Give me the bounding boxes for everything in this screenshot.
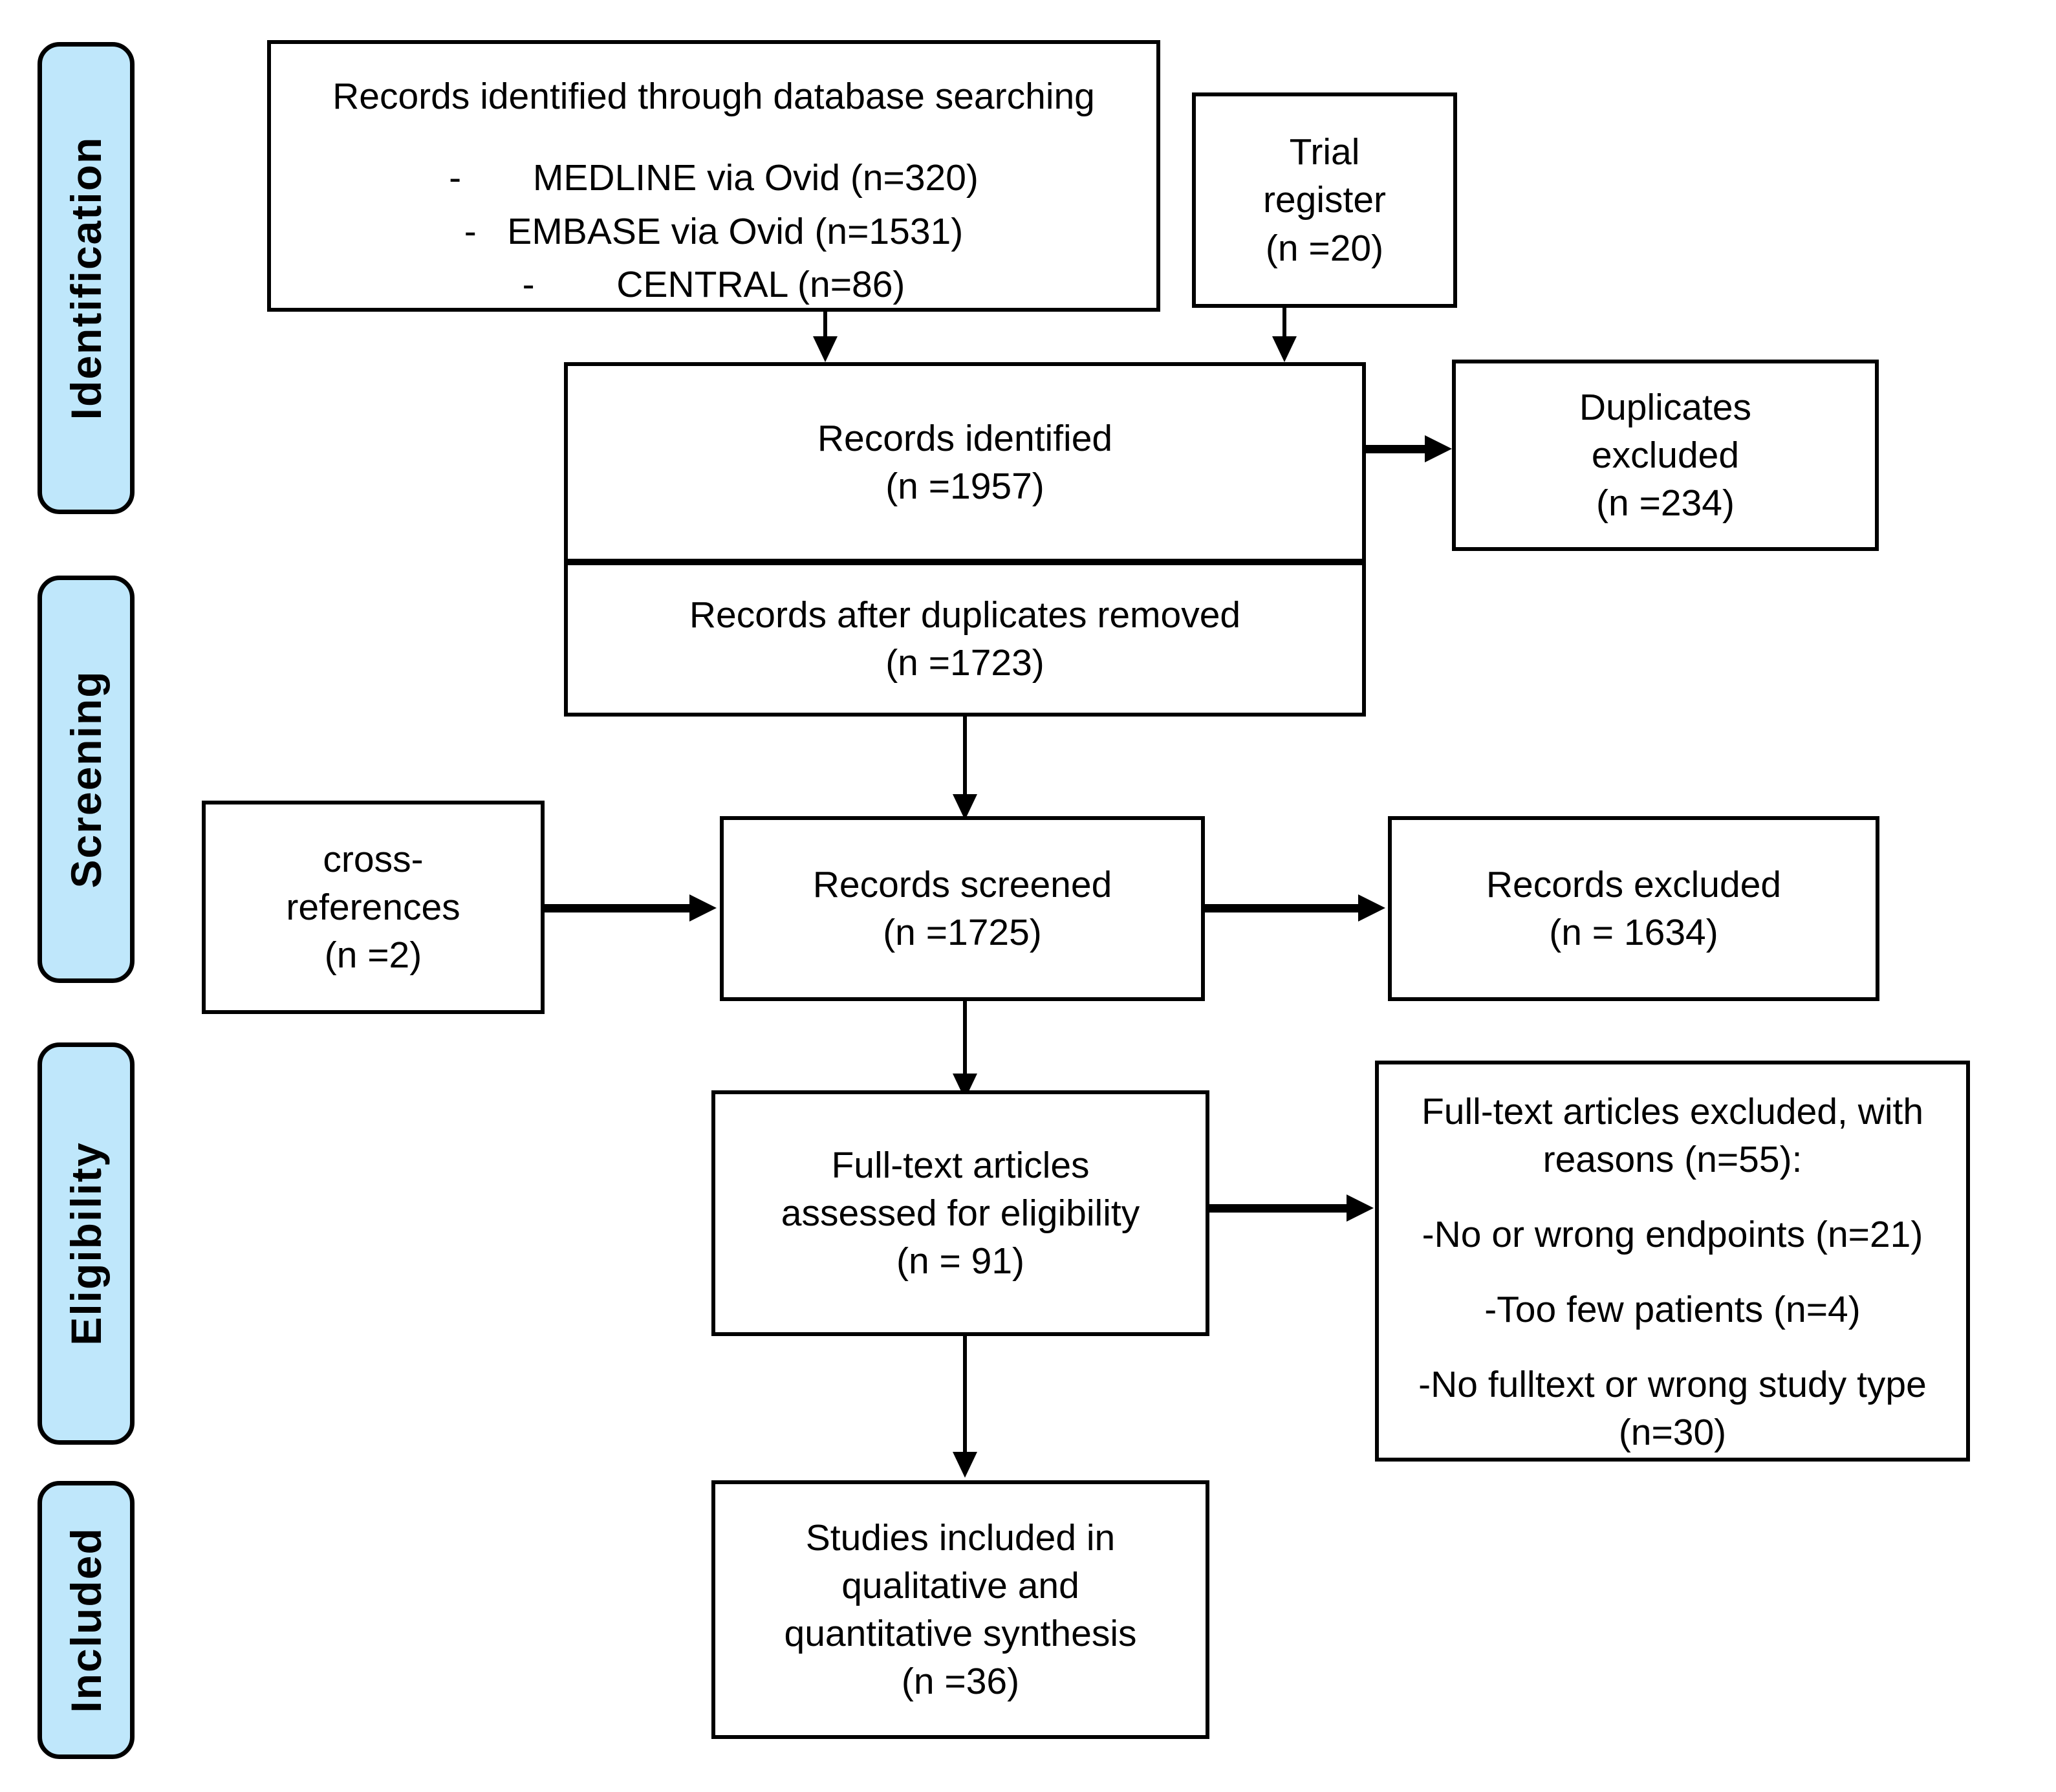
box-trial-register: Trial register (n =20)	[1192, 92, 1457, 308]
stage-label-included: Included	[62, 1527, 110, 1713]
fulltext-assessed-line-1: Full-text articles	[831, 1144, 1090, 1186]
database-source-item: - MEDLINE via Ovid (n=320)	[449, 151, 979, 205]
cross-references-line-3: (n =2)	[324, 934, 422, 977]
fulltext-excluded-heading: Full-text articles excluded, with reason…	[1421, 1091, 1924, 1181]
stage-label-eligibility: Eligibility	[62, 1141, 110, 1346]
fulltext-excluded-reason-1: -No or wrong endpoints (n=21)	[1422, 1214, 1923, 1256]
records-excluded-line-2: (n = 1634)	[1549, 912, 1718, 953]
stage-pill-eligibility: Eligibility	[38, 1042, 135, 1445]
database-source-item: - CENTRAL (n=86)	[523, 258, 905, 312]
box-database-search: Records identified through database sear…	[267, 40, 1160, 312]
connector-fulltext-to-excluded	[1209, 1204, 1348, 1213]
database-search-heading: Records identified through database sear…	[332, 76, 1095, 117]
stage-label-screening: Screening	[62, 670, 110, 889]
box-records-after-duplicates: Records after duplicates removed (n =172…	[564, 561, 1366, 717]
database-source-list: - MEDLINE via Ovid (n=320) - EMBASE via …	[280, 151, 1147, 312]
stage-pill-included: Included	[38, 1481, 135, 1759]
cross-references-line-2: references	[286, 886, 460, 928]
box-records-screened: Records screened (n =1725)	[720, 816, 1205, 1001]
studies-included-line-1: Studies included in	[805, 1517, 1116, 1559]
fulltext-assessed-line-2: assessed for eligibility	[781, 1192, 1140, 1234]
box-records-identified: Records identified (n =1957)	[564, 362, 1366, 563]
box-duplicates-excluded: Duplicates excluded (n =234)	[1452, 360, 1879, 551]
connector-fulltext-to-included	[963, 1336, 967, 1465]
bullet-dash-icon: -	[449, 157, 462, 199]
trial-register-line-1: Trial	[1289, 131, 1360, 173]
box-fulltext-excluded: Full-text articles excluded, with reason…	[1375, 1061, 1970, 1462]
trial-register-line-3: (n =20)	[1265, 227, 1384, 269]
box-fulltext-assessed: Full-text articles assessed for eligibil…	[711, 1090, 1209, 1336]
cross-references-line-1: cross-	[323, 838, 424, 880]
connector-register-to-identified	[1282, 308, 1286, 344]
studies-included-line-2: qualitative and	[841, 1564, 1079, 1606]
bullet-dash-icon: -	[522, 264, 535, 306]
box-cross-references: cross- references (n =2)	[202, 801, 545, 1014]
connector-crossrefs-to-screened	[545, 904, 692, 912]
arrowhead-search-to-identified	[813, 336, 838, 362]
fulltext-excluded-reason-3: -No fulltext or wrong study type (n=30)	[1418, 1364, 1927, 1454]
database-source-label: MEDLINE via Ovid (n=320)	[532, 157, 979, 199]
duplicates-excluded-line-1: Duplicates	[1579, 386, 1752, 428]
fulltext-excluded-reason-2: -Too few patients (n=4)	[1484, 1289, 1861, 1331]
arrowhead-register-to-identified	[1272, 336, 1297, 362]
arrowhead-identified-to-duplicates	[1425, 435, 1452, 462]
records-screened-line-2: (n =1725)	[883, 912, 1042, 953]
stage-pill-identification: Identification	[38, 42, 135, 514]
trial-register-line-2: register	[1262, 179, 1387, 221]
database-source-item: - EMBASE via Ovid (n=1531)	[464, 205, 963, 259]
studies-included-line-3: quantitative synthesis	[784, 1613, 1137, 1654]
arrowhead-after-duplicates-to-screened	[953, 794, 977, 820]
records-identified-line-1: Records identified	[817, 417, 1113, 459]
after-duplicates-line-1: Records after duplicates removed	[689, 594, 1241, 636]
database-source-label: EMBASE via Ovid (n=1531)	[507, 210, 964, 252]
records-identified-line-2: (n =1957)	[885, 466, 1044, 507]
records-screened-line-1: Records screened	[812, 863, 1112, 905]
arrowhead-fulltext-to-excluded	[1347, 1194, 1374, 1222]
arrowhead-crossrefs-to-screened	[689, 894, 717, 922]
connector-screened-to-excluded	[1205, 904, 1360, 912]
connector-screened-to-fulltext	[963, 1001, 967, 1086]
box-records-excluded: Records excluded (n = 1634)	[1388, 816, 1879, 1001]
arrowhead-screened-to-excluded	[1358, 894, 1385, 922]
duplicates-excluded-line-2: excluded	[1591, 434, 1740, 476]
studies-included-line-4: (n =36)	[901, 1661, 1020, 1703]
arrowhead-fulltext-to-included	[953, 1452, 977, 1478]
duplicates-excluded-line-3: (n =234)	[1596, 482, 1735, 524]
fulltext-assessed-line-3: (n = 91)	[896, 1240, 1025, 1282]
box-studies-included: Studies included in qualitative and quan…	[711, 1480, 1209, 1739]
bullet-dash-icon: -	[464, 210, 477, 252]
database-source-label: CENTRAL (n=86)	[616, 264, 905, 306]
connector-after-duplicates-to-screened	[963, 717, 967, 804]
records-excluded-line-1: Records excluded	[1486, 863, 1782, 905]
connector-identified-to-duplicates	[1366, 445, 1427, 453]
stage-label-identification: Identification	[62, 136, 110, 420]
stage-pill-screening: Screening	[38, 576, 135, 983]
after-duplicates-line-2: (n =1723)	[885, 642, 1044, 684]
connector-search-to-identified	[823, 312, 827, 344]
